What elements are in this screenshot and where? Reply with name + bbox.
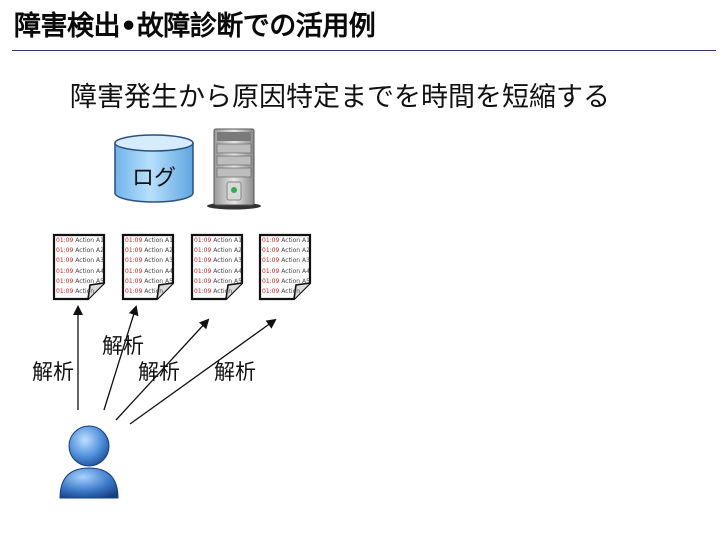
slide-subtitle: 障害発生から原因特定までを時間を短縮する xyxy=(70,82,610,113)
log-action: Action A4 xyxy=(213,267,242,275)
log-time: 01:09 xyxy=(125,257,143,265)
database-icon xyxy=(114,134,194,203)
log-action: Action xyxy=(144,288,164,296)
log-action: Action A2 xyxy=(213,247,242,255)
log-action: Action A2 xyxy=(281,247,310,255)
analysis-label-3: 解析 xyxy=(138,360,180,384)
log-action: Action A3 xyxy=(281,257,310,265)
log-time: 01:09 xyxy=(262,277,280,285)
analysis-arrow-4 xyxy=(129,318,277,425)
log-time: 01:09 xyxy=(125,247,143,255)
log-action: Action A4 xyxy=(75,267,104,275)
title-divider xyxy=(12,50,716,51)
log-time: 01:09 xyxy=(125,277,143,285)
log-time: 01:09 xyxy=(262,288,280,296)
database-label: ログ xyxy=(131,166,176,191)
log-action: Action A2 xyxy=(144,247,173,255)
log-time: 01:09 xyxy=(125,288,143,296)
log-time: 01:09 xyxy=(56,247,74,255)
log-action: Action A1 xyxy=(144,237,173,244)
log-action: Action A1 xyxy=(75,237,104,244)
log-time: 01:09 xyxy=(262,267,280,275)
log-time: 01:09 xyxy=(56,288,74,296)
log-action: Action A3 xyxy=(75,257,104,265)
log-action: Action A3 xyxy=(213,257,242,265)
log-action: Action A5 xyxy=(213,277,242,285)
log-action: Action xyxy=(281,288,301,296)
log-time: 01:09 xyxy=(194,288,212,296)
log-time: 01:09 xyxy=(125,267,143,275)
log-action: Action xyxy=(213,288,233,296)
log-action: Action A5 xyxy=(144,277,173,285)
log-time: 01:09 xyxy=(194,247,212,255)
analysis-label-4: 解析 xyxy=(214,360,256,384)
log-time: 01:09 xyxy=(194,267,212,275)
log-time: 01:09 xyxy=(194,257,212,265)
log-time: 01:09 xyxy=(56,257,74,265)
log-time: 01:09 xyxy=(262,247,280,255)
log-time: 01:09 xyxy=(56,267,74,275)
log-action: Action A3 xyxy=(144,257,173,265)
analysis-arrow-3 xyxy=(115,318,210,421)
log-action: Action A5 xyxy=(281,277,310,285)
log-time: 01:09 xyxy=(194,277,212,285)
server-icon xyxy=(207,128,261,210)
log-action: Action xyxy=(75,288,95,296)
log-action: Action A5 xyxy=(75,277,104,285)
slide-title: 障害検出•故障診断での活用例 xyxy=(14,11,376,42)
log-time: 01:09 xyxy=(56,237,74,244)
log-time: 01:09 xyxy=(262,237,280,244)
log-action: Action A1 xyxy=(213,237,242,244)
analysis-arrow-2 xyxy=(103,305,139,411)
user-icon xyxy=(59,425,119,499)
log-action: Action A2 xyxy=(75,247,104,255)
log-action: Action A1 xyxy=(281,237,310,244)
analysis-label-2: 解析 xyxy=(102,334,144,358)
log-time: 01:09 xyxy=(125,237,143,244)
log-action: Action A4 xyxy=(281,267,310,275)
log-action: Action A4 xyxy=(144,267,173,275)
log-time: 01:09 xyxy=(56,277,74,285)
analysis-label-1: 解析 xyxy=(32,360,74,384)
log-time: 01:09 xyxy=(194,237,212,244)
log-time: 01:09 xyxy=(262,257,280,265)
